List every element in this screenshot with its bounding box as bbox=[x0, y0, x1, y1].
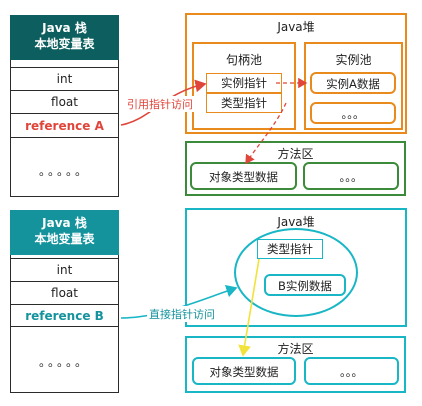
stack-a-subtitle: 本地变量表 bbox=[34, 37, 95, 51]
instance-a-data: 实例A数据 bbox=[310, 72, 396, 94]
stack-a-row-int: int bbox=[11, 67, 118, 90]
stack-b-dots: 。。。。。 bbox=[38, 355, 90, 369]
stack-b-row-reference: reference B bbox=[11, 304, 118, 327]
method-b-more: 。。。 bbox=[304, 357, 399, 385]
method-area-b: 方法区 对象类型数据 。。。 bbox=[185, 336, 406, 393]
handle-pool-title: 句柄池 bbox=[225, 53, 262, 67]
stack-a-row-reference: reference A bbox=[11, 113, 118, 138]
stack-b-subtitle: 本地变量表 bbox=[34, 232, 95, 246]
stack-a-title: Java 栈 bbox=[42, 21, 87, 35]
arrow-type-pointer-a bbox=[245, 102, 287, 165]
object-b-type-pointer: 类型指针 bbox=[257, 239, 323, 259]
object-b-instance-data: B实例数据 bbox=[264, 274, 346, 296]
stack-a-header: Java 栈 本地变量表 bbox=[10, 15, 119, 60]
instance-pool-more: 。。。 bbox=[310, 102, 396, 124]
stack-a-row-float: float bbox=[11, 90, 118, 113]
stack-b: Java 栈 本地变量表 int float reference B 。。。。。 bbox=[10, 210, 119, 393]
stack-a: Java 栈 本地变量表 int float reference A 。。。。。 bbox=[10, 15, 119, 197]
stack-a-dots: 。。。。。 bbox=[38, 164, 90, 178]
arrow-label-b: 直接指针访问 bbox=[147, 306, 217, 322]
method-area-a-title: 方法区 bbox=[277, 147, 314, 161]
handle-type-pointer: 类型指针 bbox=[206, 93, 282, 113]
method-a-type-data: 对象类型数据 bbox=[190, 162, 297, 190]
heap-a-title: Java堆 bbox=[277, 20, 315, 34]
stack-b-title: Java 栈 bbox=[42, 216, 87, 230]
heap-b: Java堆 类型指针 B实例数据 bbox=[185, 208, 407, 327]
arrow-type-pointer-b bbox=[238, 258, 260, 357]
arrow-label-a: 引用指针访问 bbox=[125, 96, 195, 112]
instance-pool-title: 实例池 bbox=[335, 53, 372, 67]
stack-b-header: Java 栈 本地变量表 bbox=[10, 210, 119, 255]
method-a-more: 。。。 bbox=[303, 162, 399, 190]
object-b bbox=[234, 228, 358, 317]
method-b-type-data: 对象类型数据 bbox=[192, 357, 296, 385]
stack-b-row-int: int bbox=[11, 258, 118, 281]
method-area-b-title: 方法区 bbox=[277, 342, 314, 356]
stack-b-row-float: float bbox=[11, 281, 118, 304]
method-area-a: 方法区 对象类型数据 。。。 bbox=[185, 141, 406, 196]
heap-b-title: Java堆 bbox=[277, 215, 315, 229]
